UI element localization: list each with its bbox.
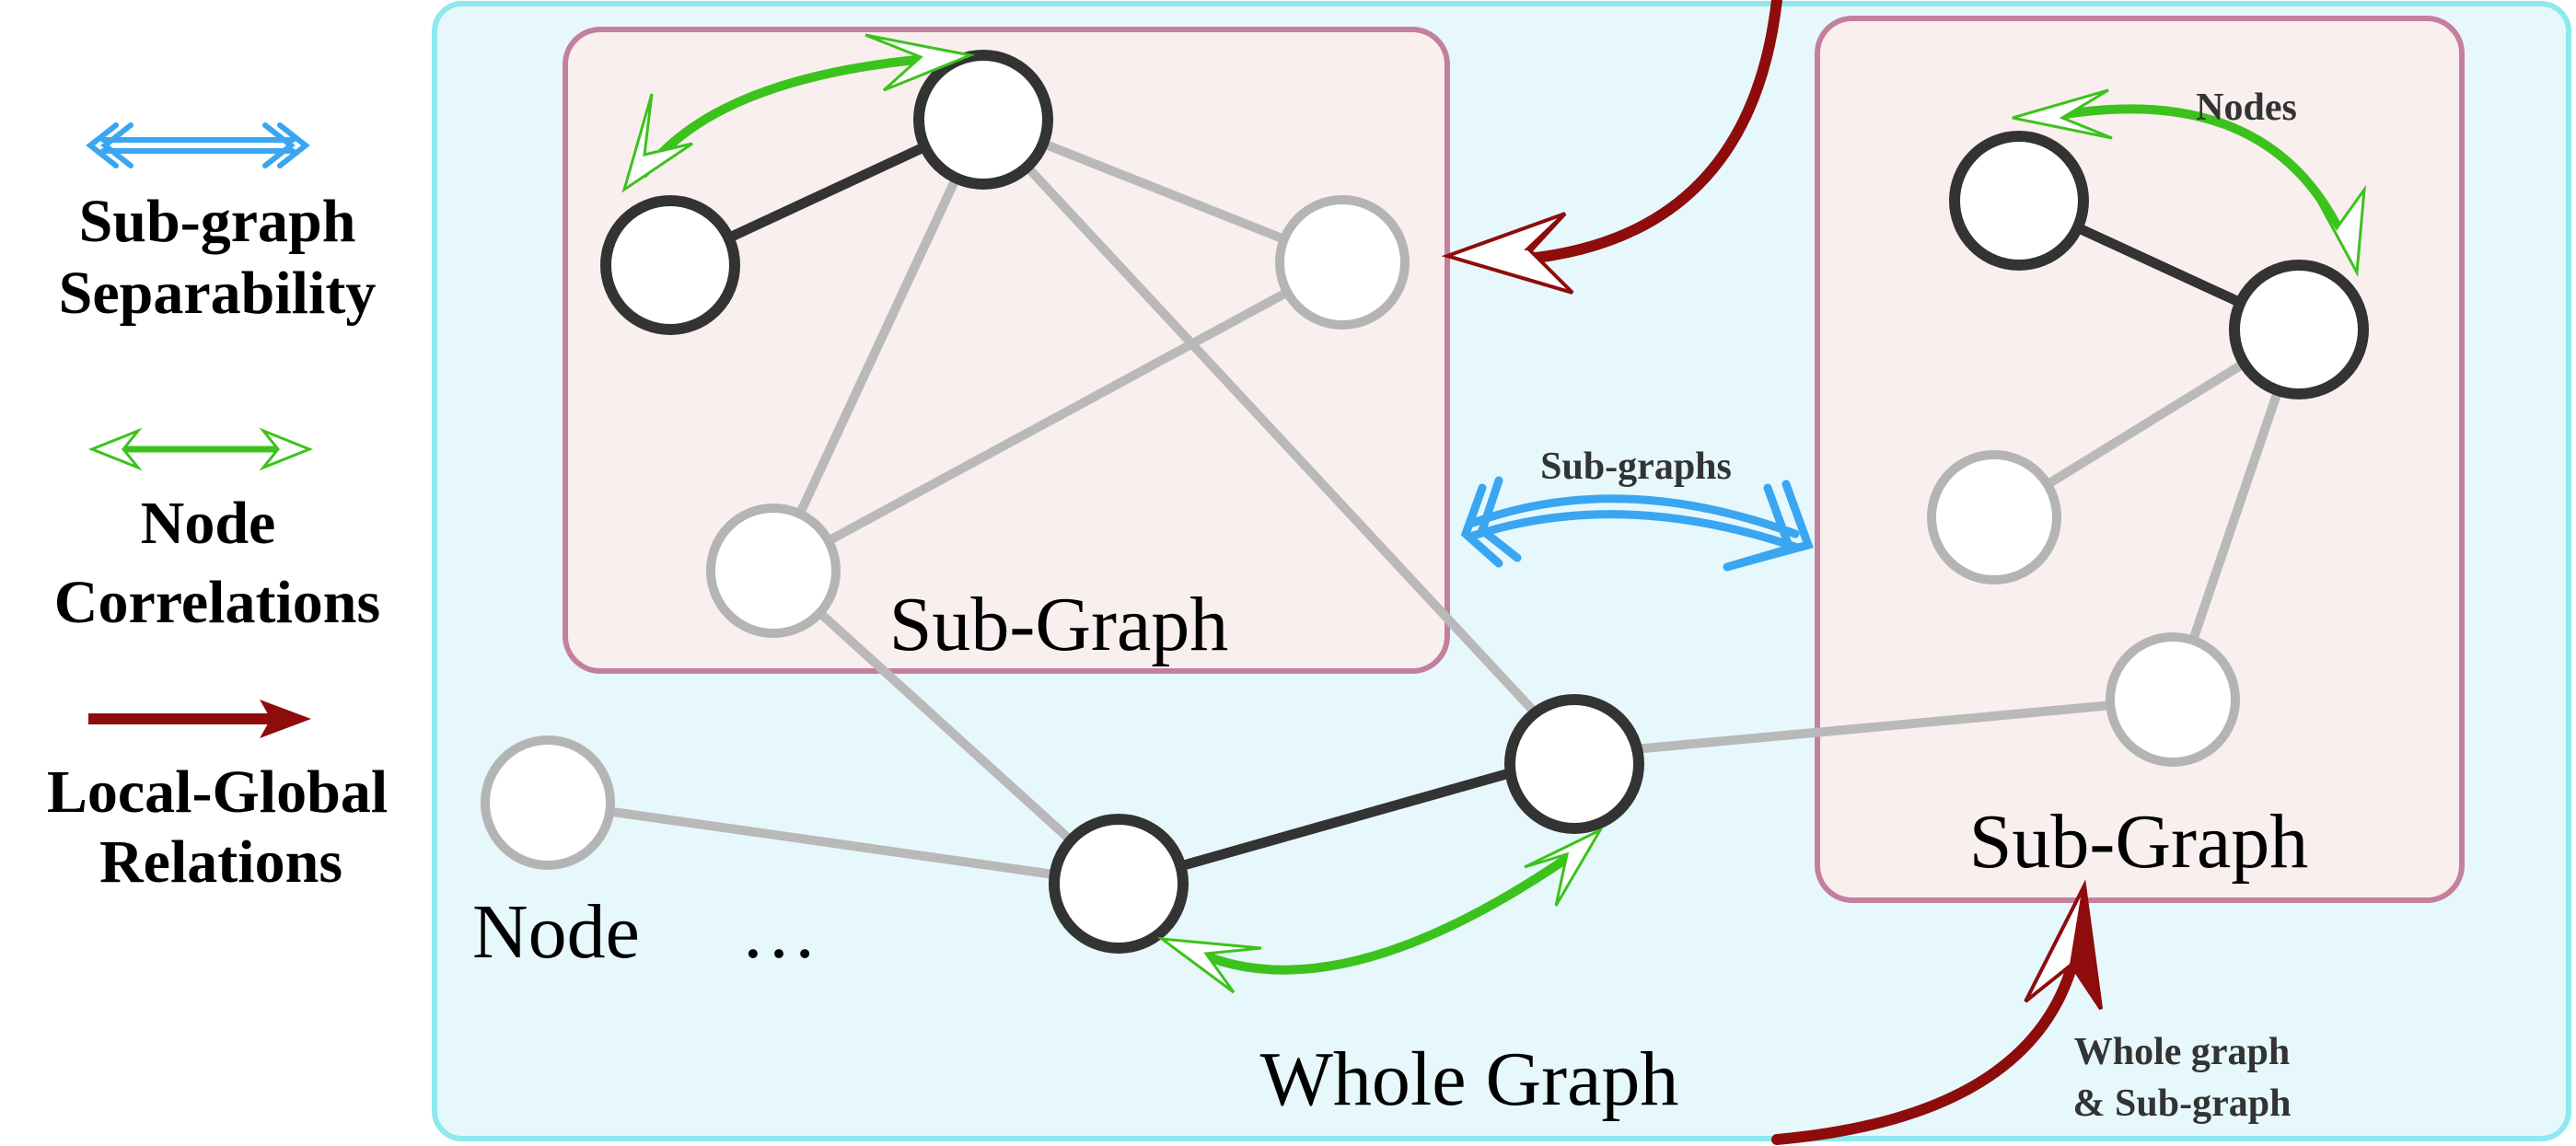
node-active [1049, 814, 1189, 954]
relation-arrow-bottom [1771, 915, 2086, 1145]
sub-graphs-label: Sub-graphs [1540, 446, 1732, 488]
separability-head-right [1723, 483, 1795, 572]
arrowhead [1523, 212, 1567, 250]
separability-head-left [1460, 483, 1503, 568]
arrowhead [2069, 885, 2103, 1011]
legend-head [87, 427, 143, 471]
node-label: Node [472, 889, 640, 975]
correlation-arrow-right [2039, 104, 2352, 253]
nodes-label: Nodes [2196, 87, 2297, 129]
node-inactive [1275, 195, 1410, 330]
arrowhead [1156, 937, 1262, 994]
edge [769, 258, 1347, 575]
legend: Sub-graph Separability Node Correlations… [47, 122, 388, 896]
edge [769, 115, 988, 575]
subgraph-box-right [1815, 16, 2465, 903]
arrowhead [2307, 183, 2366, 278]
node-inactive [2106, 632, 2240, 767]
legend-correlations-line2: Correlations [54, 569, 380, 636]
edge [1570, 695, 2177, 759]
node-inactive [481, 735, 615, 870]
node-inactive [1927, 450, 2061, 585]
edge [769, 566, 1123, 888]
whole-and-sub-label-line2: & Sub-graph [2073, 1082, 2292, 1125]
legend-head [277, 122, 310, 168]
legend-separability-icon [86, 122, 310, 168]
node-active [1949, 131, 2089, 271]
arrowhead [864, 33, 976, 92]
legend-head [100, 122, 133, 168]
relation-arrow-top [1514, 0, 1782, 265]
legend-head [260, 700, 311, 738]
node-active [913, 50, 1053, 190]
legend-correlation-icon [87, 427, 314, 471]
correlation-arrow-bottom [1183, 842, 1588, 975]
node-active [1504, 694, 1644, 834]
ellipsis: … [740, 889, 818, 975]
separability-arc [1468, 510, 1800, 551]
node-active [2229, 260, 2369, 399]
arrowhead [621, 93, 693, 193]
legend-relations-line2: Relations [99, 828, 342, 896]
separability-head-left [1477, 476, 1522, 562]
legend-relation-icon [88, 700, 311, 738]
subgraph-left-label: Sub-Graph [889, 582, 1229, 667]
legend-separability-line2: Separability [59, 260, 377, 327]
subgraph-right-label: Sub-Graph [1969, 799, 2309, 885]
edge [979, 115, 1579, 759]
whole-and-sub-label-line1: Whole graph [2074, 1031, 2291, 1073]
legend-correlations-line1: Node [141, 490, 276, 557]
legend-head [86, 122, 119, 168]
node-correlation-arrowheads [621, 33, 2366, 994]
separability-arc [1468, 494, 1800, 538]
local-global-arrows [1514, 0, 2086, 1145]
legend-relations-line1: Local-Global [47, 758, 388, 826]
node-inactive [706, 504, 841, 638]
arrowhead [1524, 827, 1604, 907]
legend-head [262, 122, 296, 168]
edge [1113, 749, 1580, 889]
legend-head [259, 427, 314, 471]
node-active [600, 195, 740, 335]
legend-separability-line1: Sub-graph [79, 188, 356, 255]
edge [543, 798, 1123, 888]
separability-arrow [1460, 476, 1814, 572]
whole-graph-label: Whole Graph [1260, 1036, 1679, 1122]
nodes [481, 50, 2369, 954]
local-global-arrowheads [1441, 212, 2103, 1011]
arrowhead [2012, 88, 2113, 140]
